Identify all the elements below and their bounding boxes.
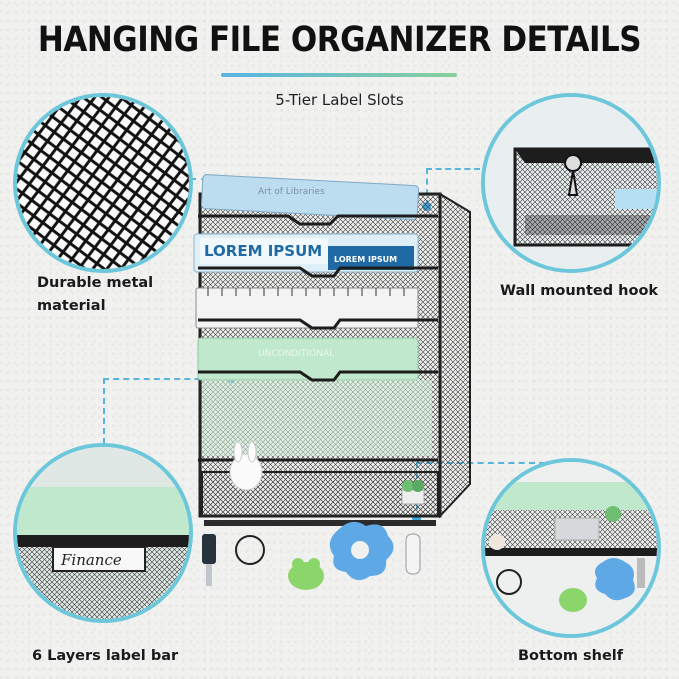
book-top-text: Art of Libraries — [258, 187, 325, 197]
book-lorem-small-text: LOREM IPSUM — [334, 255, 397, 264]
folder-green — [197, 337, 419, 381]
file-organizer-product: Art of Libraries LOREM IPSUM LOREM IPSUM… — [193, 174, 471, 590]
callout-label-bottom-shelf: Bottom shelf — [518, 648, 624, 664]
title-underline — [221, 73, 457, 77]
folder-notebook — [195, 287, 419, 329]
callout-line-bottom-right — [416, 462, 576, 464]
book-green-text: UNCONDITIONAL — [258, 349, 334, 359]
folder-top-blue — [200, 174, 420, 221]
callout-line-bottom-left — [103, 378, 231, 380]
book-lorem-text: LOREM IPSUM — [204, 242, 322, 260]
detail-circle-bottom-shelf — [481, 458, 661, 638]
label-tag-text: Finance — [60, 551, 122, 569]
callout-label-wall-hook: Wall mounted hook — [500, 283, 659, 299]
callout-line-top-right-vertical — [426, 168, 428, 206]
callout-dot-bottom-right — [412, 514, 421, 523]
detail-circle-label-bar: Finance — [13, 443, 193, 623]
callout-label-label-bar: 6 Layers label bar — [32, 648, 179, 664]
callout-label-metal: Durable metal material — [37, 275, 154, 314]
page-title: HANGING FILE ORGANIZER DETAILS — [37, 19, 642, 61]
detail-circle-wall-hook — [481, 93, 661, 273]
subtitle: 5-Tier Label Slots — [275, 91, 404, 109]
hook-keyhole-icon — [564, 154, 582, 196]
callout-line-bottom-left-vertical — [103, 378, 105, 444]
detail-circle-metal-mesh — [13, 93, 193, 273]
callout-line-top-right — [426, 168, 480, 170]
